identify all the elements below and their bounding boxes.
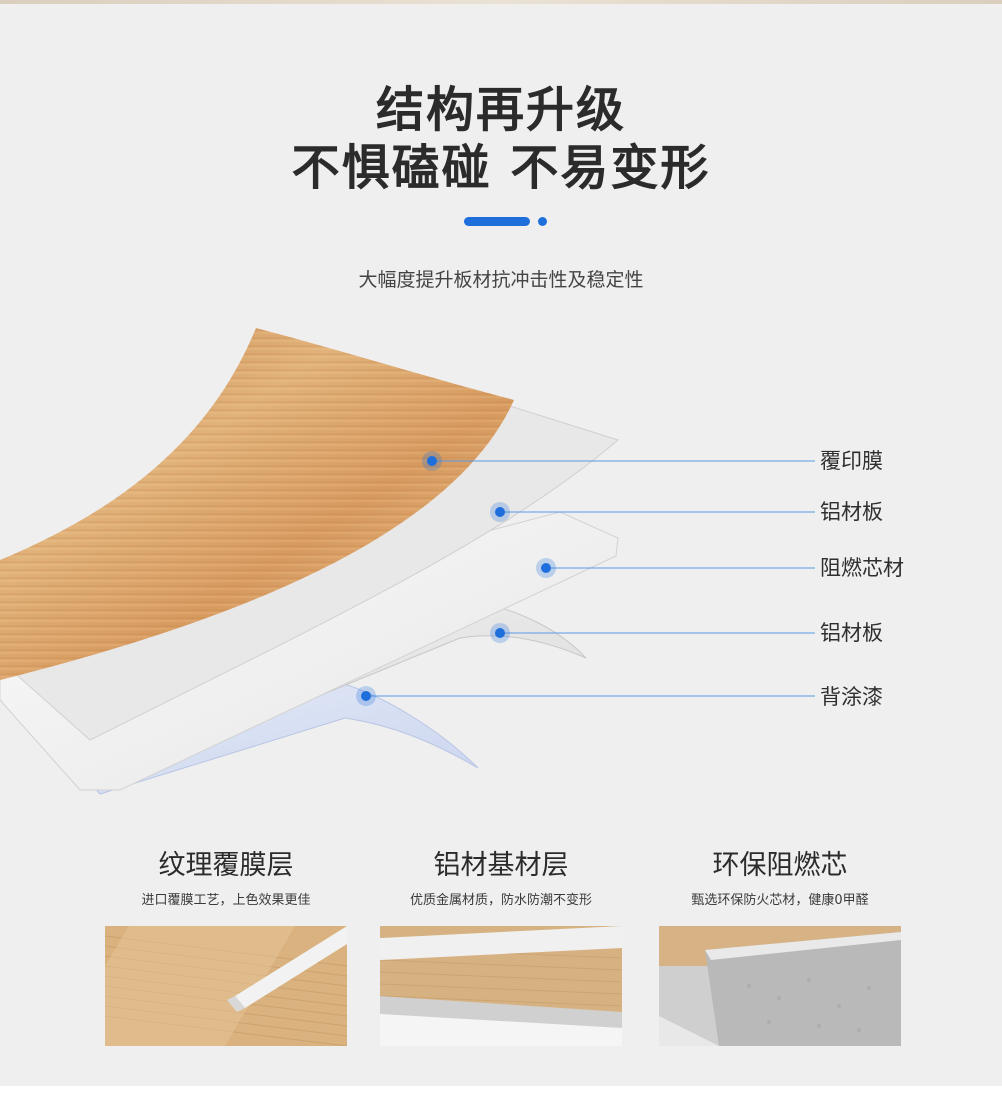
bottom-white-strip [0, 1086, 1002, 1094]
flame-retardant-core-layer [0, 511, 619, 791]
feature-description: 甄选环保防火芯材，健康0甲醛 [691, 893, 869, 908]
feature-title: 环保阻燃芯 [712, 850, 848, 881]
page-title-line-2: 不惧磕碰 不易变形 [291, 140, 711, 196]
layer-connectors [366, 460, 815, 697]
top-decorative-strip [0, 0, 1002, 4]
feature-title: 铝材基材层 [433, 850, 569, 881]
title-accent-dot [538, 217, 547, 226]
eco-core-closeup-image [659, 926, 901, 1046]
feature-description: 优质金属材质，防水防潮不变形 [409, 893, 592, 908]
feature-title: 纹理覆膜层 [158, 850, 294, 881]
title-accent-bar [464, 217, 530, 226]
layer-label-core: 阻燃芯材 [820, 556, 904, 580]
feature-aluminum-base: 铝材基材层 优质金属材质，防水防潮不变形 [380, 848, 622, 910]
layer-label-film: 覆印膜 [820, 449, 883, 473]
layer-markers [356, 451, 556, 706]
feature-texture-film: 纹理覆膜层 进口覆膜工艺，上色效果更佳 [105, 848, 347, 910]
layer-label-aluminum-bottom: 铝材板 [820, 621, 883, 645]
layer-structure-diagram [0, 328, 815, 795]
feature-description: 进口覆膜工艺，上色效果更佳 [141, 893, 311, 908]
layer-label-aluminum-top: 铝材板 [820, 500, 883, 524]
page-title-line-1: 结构再升级 [375, 82, 626, 138]
texture-film-closeup-image [105, 926, 347, 1046]
feature-eco-core: 环保阻燃芯 甄选环保防火芯材，健康0甲醛 [659, 848, 901, 910]
aluminum-base-closeup-image [380, 926, 622, 1046]
page-subtitle: 大幅度提升板材抗冲击性及稳定性 [358, 269, 644, 291]
layer-label-back-paint: 背涂漆 [820, 685, 883, 709]
